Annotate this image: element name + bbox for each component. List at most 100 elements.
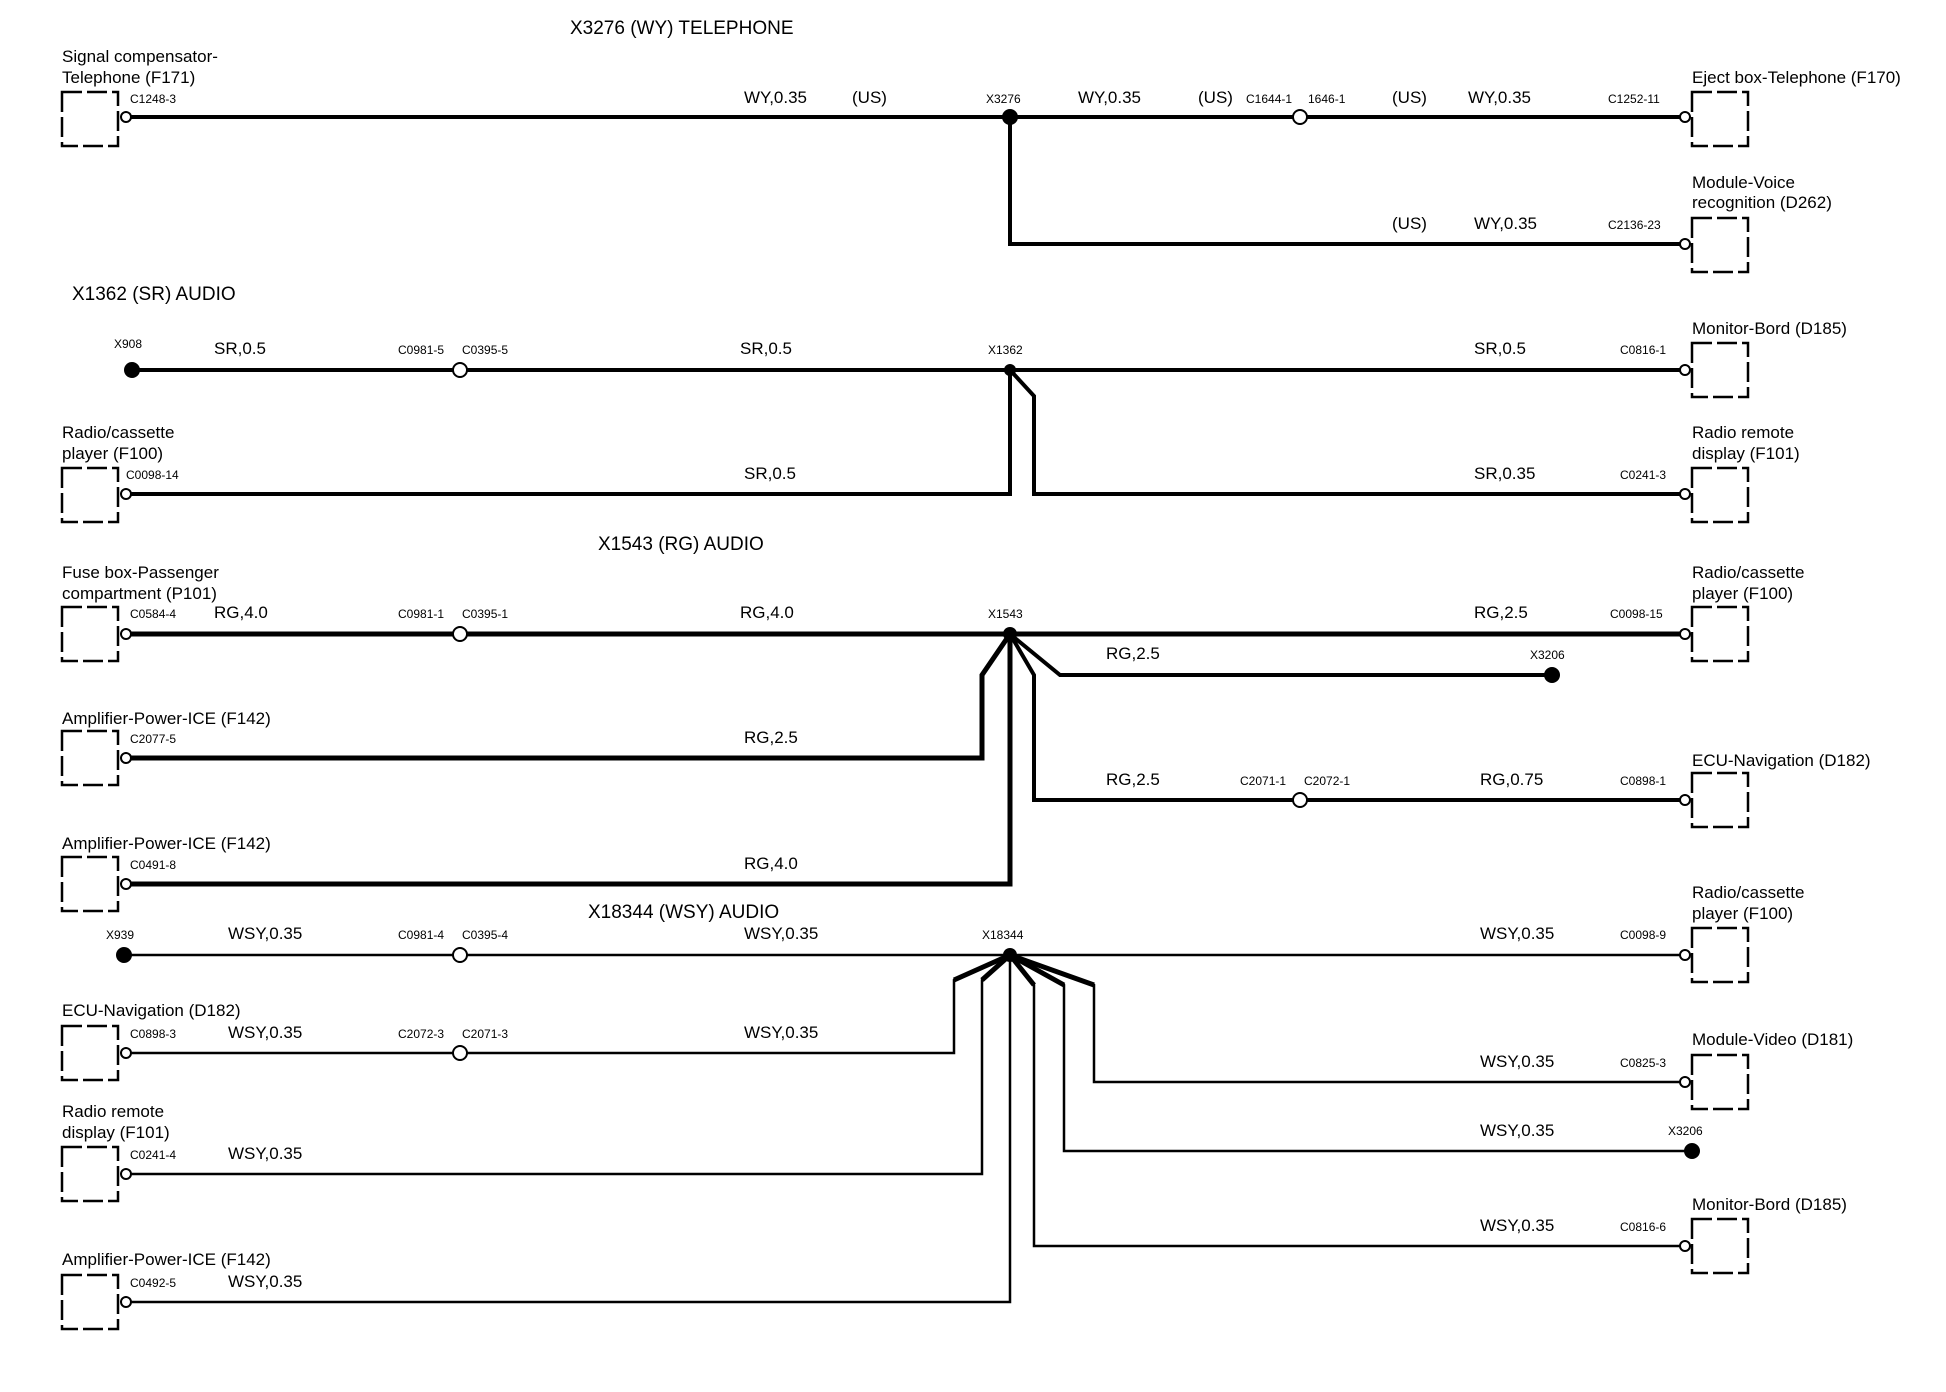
wire-label: RG,2.5 <box>1474 603 1528 622</box>
node-label: X3206 <box>1530 648 1565 662</box>
wire-label: WSY,0.35 <box>1480 924 1554 943</box>
connector-label: C0898-3 <box>130 1027 176 1041</box>
component-box-f142 <box>60 855 120 913</box>
component-label: Radio remote <box>1692 423 1794 442</box>
connector-label: C2071-1 <box>1240 774 1286 788</box>
wire-label: SR,0.5 <box>214 339 266 358</box>
component-label: Eject box-Telephone (F170) <box>1692 68 1901 87</box>
component-box-d185 <box>1690 341 1750 399</box>
component-box-f142 <box>60 729 120 787</box>
connector-label: C0816-1 <box>1620 343 1666 357</box>
inline-connector-c2072 <box>452 1045 468 1061</box>
region-label: (US) <box>1198 88 1233 107</box>
component-box-d182 <box>1690 771 1750 829</box>
connector-label: C0241-4 <box>130 1148 176 1162</box>
connector-label: C0395-4 <box>462 928 508 942</box>
connector-c2077 <box>120 752 132 764</box>
splice-x1543 <box>1003 627 1017 641</box>
component-label: compartment (P101) <box>62 584 217 603</box>
component-box-d181 <box>1690 1053 1750 1111</box>
connector-label: C2136-23 <box>1608 218 1661 232</box>
connector-label: C0825-3 <box>1620 1056 1666 1070</box>
component-label: Amplifier-Power-ICE (F142) <box>62 709 271 728</box>
circuit-title: X18344 (WSY) AUDIO <box>588 902 779 923</box>
wire-label: WSY,0.35 <box>228 1144 302 1163</box>
circuit-x1543: X1543 (RG) AUDIO Fuse box-Passenger comp… <box>60 534 1871 913</box>
wire-label: RG,4.0 <box>744 854 798 873</box>
connector-label: C0981-4 <box>398 928 444 942</box>
region-label: (US) <box>852 88 887 107</box>
wire-label: WSY,0.35 <box>744 1023 818 1042</box>
wire-label: RG,0.75 <box>1480 770 1543 789</box>
component-label: player (F100) <box>1692 584 1793 603</box>
connector-label: C0898-1 <box>1620 774 1666 788</box>
wire-rg-amp1 <box>126 632 1013 761</box>
wire-wsy-video <box>1009 953 1685 1084</box>
component-box-p101 <box>60 605 120 663</box>
component-label: Amplifier-Power-ICE (F142) <box>62 834 271 853</box>
region-label: (US) <box>1392 88 1427 107</box>
node-label: X908 <box>114 337 142 351</box>
splice-label: X3276 <box>986 92 1021 106</box>
connector-c0898 <box>1679 794 1691 806</box>
component-box-f100 <box>1690 926 1750 984</box>
component-label: Fuse box-Passenger <box>62 563 219 582</box>
region-label: (US) <box>1392 214 1427 233</box>
wire-wsy-remote <box>126 954 1011 1176</box>
wire-label: WSY,0.35 <box>1480 1121 1554 1140</box>
wire-label: SR,0.5 <box>1474 339 1526 358</box>
wire-label: WSY,0.35 <box>744 924 818 943</box>
component-box-f100 <box>1690 605 1750 663</box>
connector-c2136 <box>1679 238 1691 250</box>
connector-c1252 <box>1679 111 1691 123</box>
splice-label: X1362 <box>988 343 1023 357</box>
connector-label: C2072-3 <box>398 1027 444 1041</box>
wire-label: WSY,0.35 <box>228 1023 302 1042</box>
node-label: X939 <box>106 928 134 942</box>
wire-label: WY,0.35 <box>1468 88 1531 107</box>
connector-label: C0492-5 <box>130 1276 176 1290</box>
component-label: recognition (D262) <box>1692 193 1832 212</box>
connector-label: C0584-4 <box>130 607 176 621</box>
splice-x18344 <box>1003 948 1017 962</box>
component-label: Radio remote <box>62 1102 164 1121</box>
connector-c0816 <box>1679 364 1691 376</box>
wire-rg-nav <box>1008 632 1685 802</box>
wire-label: WSY,0.35 <box>1480 1052 1554 1071</box>
component-label: Amplifier-Power-ICE (F142) <box>62 1250 271 1269</box>
circuit-x1362: X1362 (SR) AUDIO Monitor-Bord (D185) Rad… <box>60 284 1847 524</box>
circuit-x18344: X18344 (WSY) AUDIO Radio/cassette player… <box>60 883 1853 1331</box>
connector-label: C2072-1 <box>1304 774 1350 788</box>
wire-sr-remote <box>1008 368 1685 496</box>
connector-label: 1646-1 <box>1308 92 1346 106</box>
inline-connector-c0981 <box>452 362 468 378</box>
component-label: display (F101) <box>1692 444 1800 463</box>
connector-label: C0491-8 <box>130 858 176 872</box>
component-label: Monitor-Bord (D185) <box>1692 1195 1847 1214</box>
component-label: Radio/cassette <box>62 423 174 442</box>
wire-label: SR,0.5 <box>740 339 792 358</box>
inline-connector-c1644 <box>1292 109 1308 125</box>
component-box-f101 <box>60 1145 120 1203</box>
connector-label: C1252-11 <box>1608 92 1660 106</box>
component-box-f170 <box>1690 90 1750 148</box>
component-label: Module-Voice <box>1692 173 1795 192</box>
wire-label: RG,2.5 <box>744 728 798 747</box>
connector-label: C1644-1 <box>1246 92 1292 106</box>
connector-label: C0395-5 <box>462 343 508 357</box>
connector-label: C0981-1 <box>398 607 444 621</box>
connector-c0241 <box>1679 488 1691 500</box>
inline-connector-c2071 <box>1292 792 1308 808</box>
component-label: player (F100) <box>62 444 163 463</box>
node-x939 <box>116 947 132 963</box>
fan-stub <box>1009 952 1095 988</box>
wire-wsy-monitor <box>1009 954 1685 1248</box>
wire-sr-radio <box>126 370 1012 496</box>
wire-label: WY,0.35 <box>744 88 807 107</box>
connector-c0098 <box>120 488 132 500</box>
wire-label: WY,0.35 <box>1078 88 1141 107</box>
connector-label: C2077-5 <box>130 732 176 746</box>
connector-c0816 <box>1679 1240 1691 1252</box>
connector-label: C0241-3 <box>1620 468 1666 482</box>
